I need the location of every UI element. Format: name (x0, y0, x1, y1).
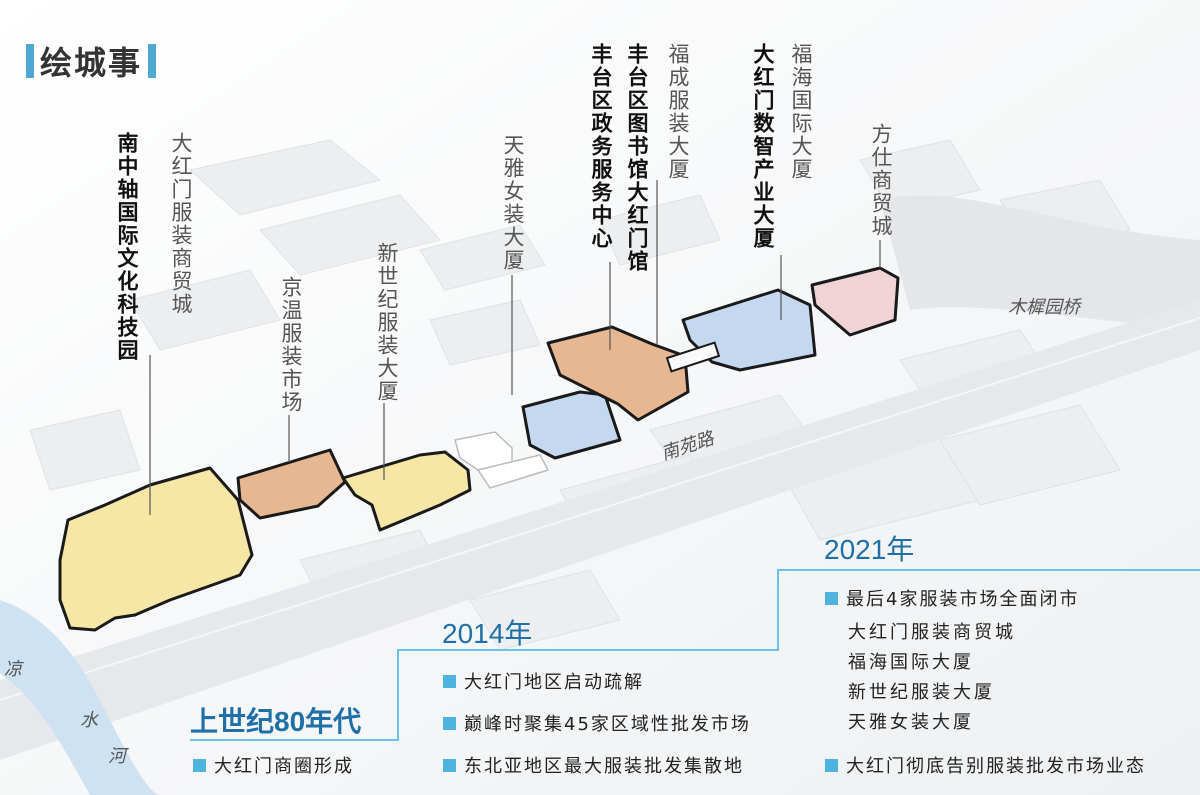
connector-bridge (665, 341, 721, 373)
label-tianya: 天雅女装大厦 (501, 134, 525, 272)
bullet-square (193, 758, 206, 772)
timeline-line (190, 569, 1200, 741)
timeline-item: 大红门彻底告别服装批发市场业态 (825, 752, 1146, 778)
leader-lines (149, 180, 881, 515)
timeline-year-2014: 2014年 (442, 618, 533, 649)
closed-market-item: 大红门服装商贸城 (848, 622, 1016, 643)
label-fuhai: 福海国际大厦 (789, 43, 813, 181)
bullet-square (825, 591, 838, 605)
title-bar-left (26, 44, 34, 78)
small-building (476, 454, 550, 489)
label-fucheng: 福成服装大厦 (666, 43, 690, 181)
river-label-1: 凉 (4, 659, 22, 680)
building-library-gov-center (546, 325, 690, 422)
bullet-square (825, 758, 838, 772)
bridge-label: 木樨园桥 (1008, 297, 1080, 318)
label-gov-service-center: 丰台区政务服务中心 (589, 43, 613, 250)
river-label-2: 水 (80, 710, 98, 731)
closed-market-item: 天雅女装大厦 (848, 712, 974, 733)
timeline-item: 大红门地区启动疏解 (443, 668, 644, 694)
label-jingwen-market: 京温服装市场 (279, 276, 303, 414)
nanyuan-road (0, 300, 1200, 760)
label-dahongmen-trade-city: 大红门服装商贸城 (169, 132, 193, 316)
timeline-item: 东北亚地区最大服装批发集散地 (443, 752, 744, 778)
label-fangshi: 方仕商贸城 (869, 123, 893, 238)
buildings (58, 266, 900, 632)
title-bar-right (148, 44, 157, 78)
building-tianya (521, 390, 622, 460)
river-label-3: 河 (108, 746, 126, 767)
timeline-item: 大红门商圈形成 (193, 752, 354, 778)
label-digital-industry: 大红门数智产业大厦 (751, 43, 775, 250)
closed-market-item: 新世纪服装大厦 (848, 682, 995, 703)
label-nanzhongzhou-park: 南中轴国际文化科技园 (115, 132, 139, 362)
bridge-road (880, 195, 1200, 330)
building-jingwen-market (236, 448, 347, 520)
timeline-year-80s: 上世纪80年代 (190, 706, 362, 737)
bullet-square (443, 716, 456, 730)
timeline-year-2021: 2021年 (824, 534, 915, 565)
bullet-square (443, 674, 456, 688)
closed-market-item: 福海国际大厦 (848, 652, 974, 673)
label-new-century: 新世纪服装大厦 (375, 242, 399, 403)
bullet-square (443, 758, 456, 772)
building-new-century (341, 450, 472, 532)
timeline-item: 最后4家服装市场全面闭市 (825, 585, 1079, 611)
section-title: 绘城事 (26, 40, 157, 82)
building-dahongmen-trade-city (58, 466, 254, 632)
label-library: 丰台区图书馆大红门馆 (625, 43, 649, 273)
timeline-item: 巅峰时聚集45家区域性批发市场 (443, 710, 751, 736)
title-text: 绘城事 (40, 44, 143, 82)
liangshui-river (0, 600, 160, 795)
